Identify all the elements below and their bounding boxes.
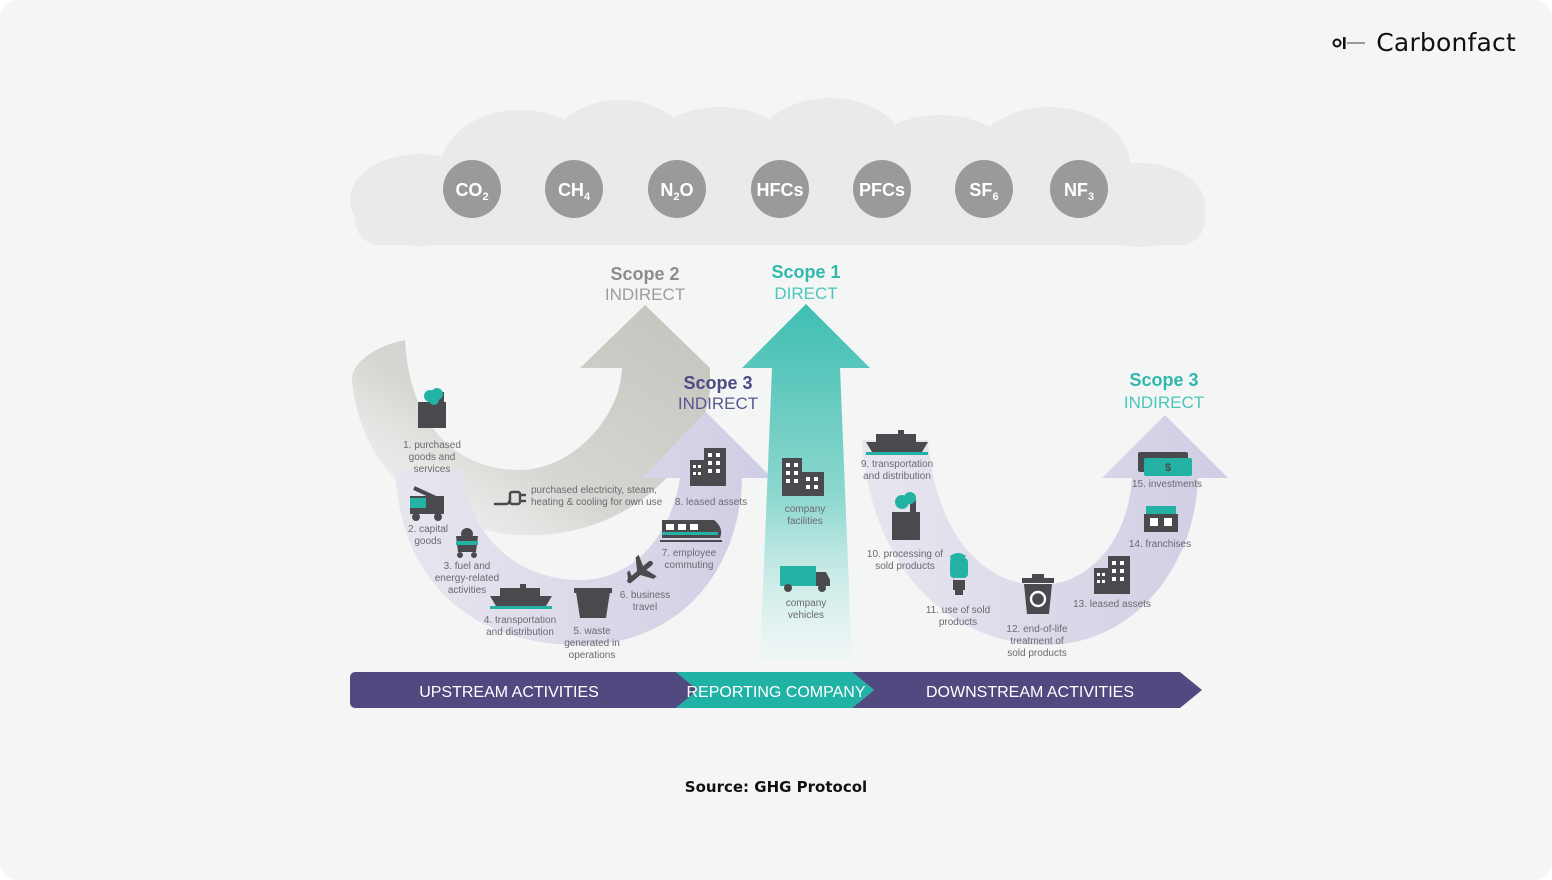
greenhouse-gases: CO2 CH4 N2O HFCs PFCs SF6 NF3 <box>443 160 1108 218</box>
processing-factory-icon <box>892 492 920 540</box>
downstream-item-13-label: 13. leased assets <box>1073 599 1151 610</box>
gas-label: CH4 <box>558 180 591 203</box>
gas-circle <box>1050 160 1108 218</box>
scope1-label: Scope 1 DIRECT <box>771 262 840 303</box>
leased-assets-building-icon <box>1094 556 1130 594</box>
scope3-downstream-subtitle: INDIRECT <box>1124 393 1204 412</box>
scope3-upstream-arrow <box>395 412 772 645</box>
gas-label: SF6 <box>969 180 998 203</box>
gas-label: NF3 <box>1064 180 1094 203</box>
light-bulb-icon <box>950 553 968 595</box>
gas-circle <box>955 160 1013 218</box>
scope2-subtitle: INDIRECT <box>605 285 685 304</box>
downstream-band-label: DOWNSTREAM ACTIVITIES <box>926 684 1134 701</box>
waste-bin-icon <box>574 588 612 618</box>
scope3-upstream-subtitle: INDIRECT <box>678 394 758 413</box>
downstream-item-15-label: 15. investments <box>1132 479 1202 490</box>
fuel-cart-icon <box>456 528 478 558</box>
scope3-upstream-title: Scope 3 <box>683 373 752 393</box>
scope3-upstream-label: Scope 3 INDIRECT <box>678 373 758 413</box>
upstream-band <box>350 672 698 708</box>
crane-truck-icon <box>410 486 444 521</box>
scope3-downstream-label: Scope 3 INDIRECT <box>1124 370 1204 412</box>
upstream-item-8-label: 8. leased assets <box>675 497 747 508</box>
gas-circle <box>443 160 501 218</box>
downstream-band <box>852 672 1202 708</box>
airplane-icon <box>627 554 657 584</box>
upstream-band-label: UPSTREAM ACTIVITIES <box>419 684 599 701</box>
downstream-item-14-label: 14. franchises <box>1129 539 1191 550</box>
factory-icon <box>418 388 446 428</box>
scope2-title: Scope 2 <box>610 264 679 284</box>
cargo-ship-icon <box>866 430 928 455</box>
brand-name: Carbonfact <box>1376 28 1516 57</box>
gas-label: N2O <box>660 180 693 203</box>
truck-icon <box>780 566 830 592</box>
carbonfact-logo-icon <box>1332 36 1366 49</box>
scope3-downstream-title: Scope 3 <box>1129 370 1198 390</box>
gas-circle <box>853 160 911 218</box>
value-chain-band: UPSTREAM ACTIVITIES REPORTING COMPANY DO… <box>350 672 1202 708</box>
reporting-band <box>676 672 874 708</box>
recycle-bin-icon <box>1022 574 1054 614</box>
ship-icon <box>490 584 552 609</box>
gas-label: CO2 <box>455 180 488 203</box>
gas-circle <box>751 160 809 218</box>
leased-building-icon <box>690 448 726 486</box>
gas-label: HFCs <box>756 180 803 200</box>
electricity-label: purchased electricity, steam,heating & c… <box>531 485 663 508</box>
company-facilities-icon <box>782 458 824 496</box>
source-caption: Source: GHG Protocol <box>684 778 868 796</box>
gas-label: PFCs <box>859 180 905 200</box>
franchise-store-icon <box>1144 506 1178 532</box>
scope2-label: Scope 2 INDIRECT <box>605 264 685 304</box>
gas-circle <box>648 160 706 218</box>
scope1-subtitle: DIRECT <box>774 284 837 303</box>
brand-logo: Carbonfact <box>1332 28 1516 57</box>
money-investment-icon: $ <box>1138 452 1192 476</box>
scope1-title: Scope 1 <box>771 262 840 282</box>
reporting-band-label: REPORTING COMPANY <box>687 684 866 701</box>
svg-text:$: $ <box>1165 462 1171 474</box>
train-icon <box>660 520 722 542</box>
electric-plug-icon <box>494 490 526 506</box>
gas-circle <box>545 160 603 218</box>
